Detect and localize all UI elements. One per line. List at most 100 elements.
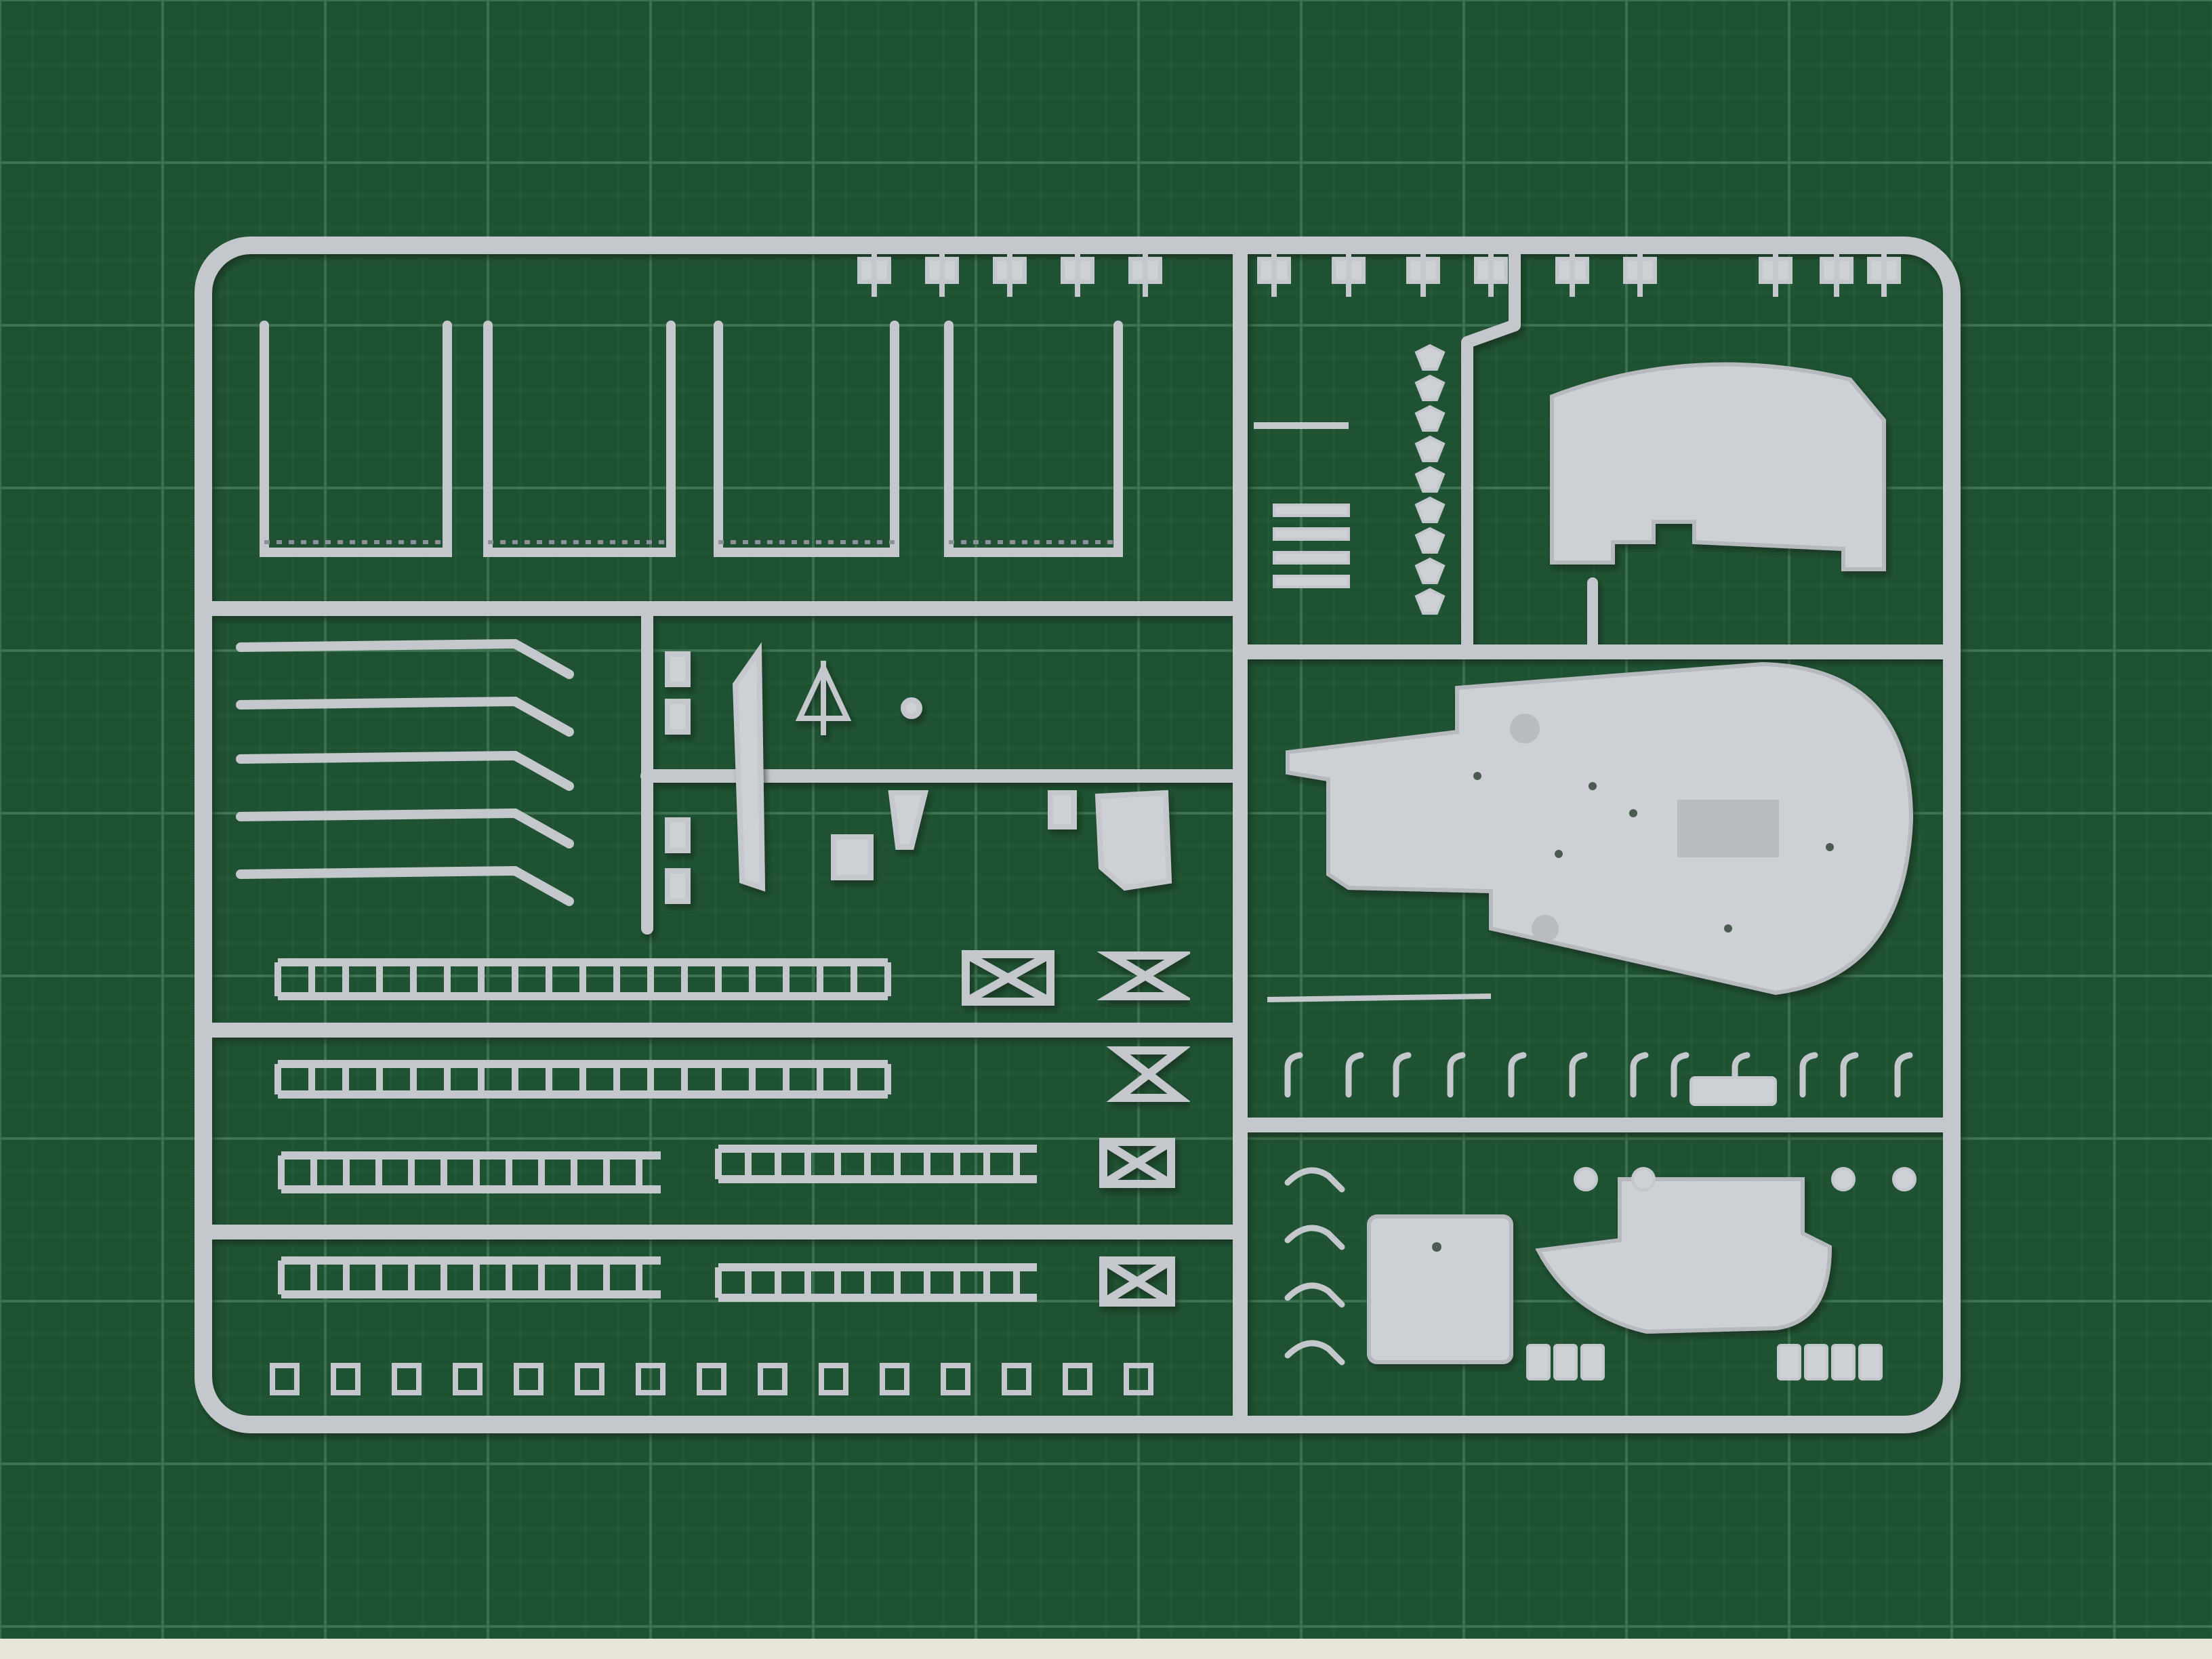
hook-parts (1284, 1052, 1917, 1366)
mat-bottom-edge (0, 1639, 2212, 1659)
hook-part (1284, 1282, 1345, 1308)
small-bracket-part (636, 1363, 665, 1395)
small-bracket-part (1124, 1363, 1153, 1395)
hook-part (1671, 1052, 1689, 1098)
angled-brace (236, 696, 574, 737)
large-plates (1286, 362, 1914, 1364)
fitting-part (1414, 588, 1446, 615)
bowtie-part (1097, 951, 1194, 1000)
small-bracket-part (270, 1363, 300, 1395)
small-block-part (1804, 1344, 1828, 1380)
x-frame-part (1099, 1256, 1175, 1307)
u-railing-frame (483, 321, 676, 557)
hook-part (1840, 1052, 1859, 1098)
small-bracket-part (453, 1363, 483, 1395)
square-plate (1367, 1214, 1513, 1364)
small-bracket-part (697, 1363, 726, 1395)
x-frame-part (1099, 1138, 1175, 1188)
triangular-strut (732, 642, 766, 892)
small-bracket-part (758, 1363, 787, 1395)
hook-part (1894, 1052, 1913, 1098)
shield-plate-part (1094, 790, 1172, 891)
hook-part (1799, 1052, 1818, 1098)
small-tab (665, 699, 691, 735)
rod-part (1267, 994, 1492, 1002)
u-railing-frame (714, 321, 899, 557)
deck-plate-details (1432, 714, 1834, 1252)
sprue-frame (194, 237, 1961, 1433)
bar-part (1273, 551, 1350, 565)
hook-part (1630, 1052, 1649, 1098)
small-block-part (831, 834, 874, 880)
hook-part (1508, 1052, 1527, 1098)
fitting-part (1414, 557, 1446, 584)
x-frame-part (962, 950, 1054, 1006)
right-small-parts (1254, 344, 1492, 1002)
u-railing-frame (260, 321, 452, 557)
u-railing-frame (944, 321, 1123, 557)
fitting-part (1414, 405, 1446, 432)
sprue-outer-runner (194, 237, 1961, 1433)
angled-brace-parts (236, 638, 574, 906)
angled-brace (236, 638, 574, 679)
small-bracket-part (1063, 1363, 1092, 1395)
bar-part (1273, 575, 1350, 588)
hook-part (1732, 1052, 1750, 1098)
angled-brace (236, 865, 574, 906)
small-tab (665, 651, 691, 687)
grille-part (1689, 1076, 1777, 1106)
fitting-part (1414, 466, 1446, 493)
small-bracket-part (392, 1363, 422, 1395)
small-bracket-part (331, 1363, 361, 1395)
ladder-parts (274, 958, 1037, 1302)
round-knob-part (901, 697, 922, 719)
round-part (1892, 1167, 1917, 1191)
angled-brace (236, 808, 574, 848)
small-bracket-part (819, 1363, 848, 1395)
middle-small-parts (665, 642, 1172, 904)
hook-part (1284, 1225, 1345, 1250)
small-block-part (1048, 790, 1077, 830)
small-bracket-part (575, 1363, 605, 1395)
small-block-part (1858, 1344, 1883, 1380)
hook-part (1569, 1052, 1588, 1098)
small-block-part (1777, 1344, 1801, 1380)
fitting-part (1414, 527, 1446, 554)
wedge-part (888, 790, 929, 850)
fitting-part (1414, 344, 1446, 371)
bar-part (1273, 504, 1350, 517)
hook-part (1447, 1052, 1466, 1098)
fitting-part (1414, 374, 1446, 401)
small-bracket-part (880, 1363, 909, 1395)
small-block-part (1580, 1344, 1605, 1380)
fitting-part (1414, 496, 1446, 523)
small-tab (665, 868, 691, 904)
hook-part (1284, 1052, 1303, 1098)
round-part (1574, 1167, 1598, 1191)
small-tab (665, 817, 691, 853)
bar-part (1273, 527, 1350, 541)
main-deck-plate (1286, 661, 1914, 996)
x-frame-parts (962, 950, 1194, 1307)
hook-part (1284, 1340, 1345, 1366)
small-block-part (1553, 1344, 1578, 1380)
small-bracket-part (514, 1363, 544, 1395)
hook-part (1345, 1052, 1364, 1098)
upper-deck-plate (1550, 362, 1886, 571)
bottom-part-row (270, 1344, 1883, 1395)
railing-frames (260, 321, 1123, 557)
round-part (1631, 1167, 1656, 1191)
small-block-part (1831, 1344, 1856, 1380)
hook-part (1284, 1167, 1345, 1193)
round-part (1831, 1167, 1856, 1191)
small-bracket-part (1002, 1363, 1031, 1395)
fitting-part (1414, 435, 1446, 462)
top-part-row (857, 254, 1901, 297)
angled-brace (236, 750, 574, 791)
small-block-part (1526, 1344, 1551, 1380)
lower-deck-plate (1535, 1177, 1832, 1334)
hook-part (1393, 1052, 1412, 1098)
small-bracket-part (941, 1363, 970, 1395)
